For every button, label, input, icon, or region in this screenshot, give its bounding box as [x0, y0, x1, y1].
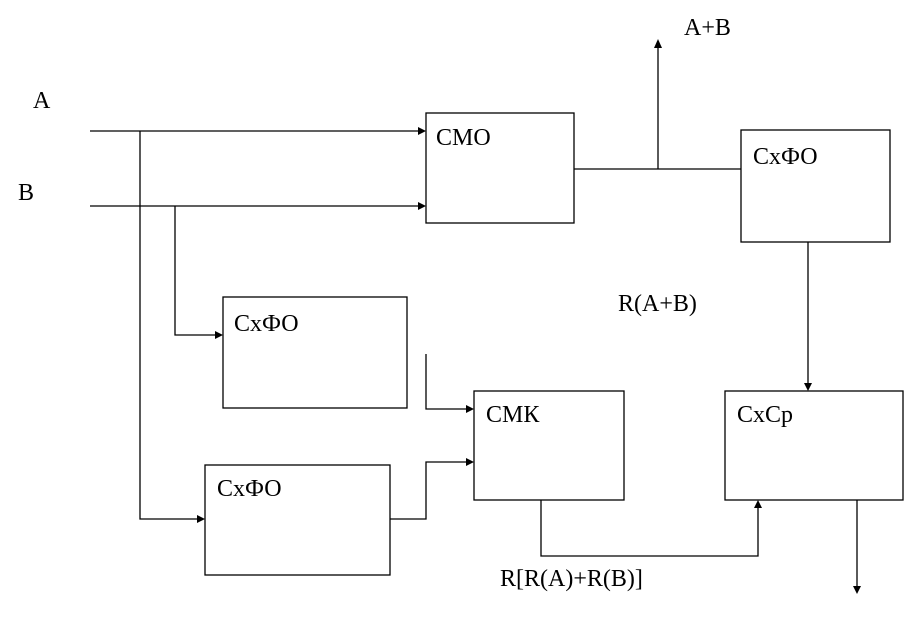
- block-cxfo-bottom-box: [204, 464, 391, 576]
- block-cxfo-mid: СхФО: [222, 296, 408, 409]
- block-cmk: СМК: [473, 390, 625, 501]
- block-cxcp-label: СхСр: [737, 402, 793, 428]
- wire-a-to-cxfo-bottom: [139, 131, 198, 520]
- block-cxfo-mid-label: СхФО: [234, 311, 299, 337]
- wire-cxfo-bottom-to-cmk: [390, 461, 467, 520]
- block-cmo-box: [425, 112, 575, 224]
- input-label-a: A: [33, 88, 51, 114]
- block-cxfo-top: СхФО: [740, 129, 891, 243]
- arrowhead-cxfo-mid: [215, 331, 223, 339]
- wire-b-to-cxfo-mid: [174, 206, 216, 336]
- arrowhead-cmo-a: [418, 127, 426, 135]
- input-label-b: B: [18, 180, 34, 206]
- arrowhead-sum-output: [654, 39, 662, 48]
- arrowhead-cxfo-bottom: [197, 515, 205, 523]
- wire-cxfo-mid-to-cmk: [425, 354, 467, 410]
- block-cmk-label: СМК: [486, 402, 540, 428]
- block-cxfo-top-label: СхФО: [753, 144, 818, 170]
- signal-label-sum-output: A+B: [684, 15, 731, 41]
- wire-cmk-to-cxcp: [540, 500, 759, 557]
- arrowhead-cmk-upper: [466, 405, 474, 413]
- block-cxfo-top-box: [740, 129, 891, 243]
- block-cxfo-bottom: СхФО: [204, 464, 391, 576]
- arrowheads: [197, 39, 861, 594]
- arrowhead-cmo-b: [418, 202, 426, 210]
- block-cxfo-mid-box: [222, 296, 408, 409]
- arrowhead-cxcp-top: [804, 383, 812, 391]
- block-cxcp: СхСр: [724, 390, 904, 501]
- block-cmo: СМО: [425, 112, 575, 224]
- block-cmk-box: [473, 390, 625, 501]
- block-cxfo-bottom-label: СхФО: [217, 476, 282, 502]
- block-cmo-label: СМО: [436, 125, 491, 151]
- arrowhead-cxcp-output: [853, 586, 861, 594]
- signal-label-residue-sum: R(A+B): [618, 291, 697, 317]
- arrowhead-cxcp-bottom: [754, 500, 762, 508]
- wires: [90, 47, 858, 586]
- block-cxcp-box: [724, 390, 904, 501]
- signal-label-residue-of-residues: R[R(A)+R(B)]: [500, 566, 643, 592]
- arrowhead-cmk-lower: [466, 458, 474, 466]
